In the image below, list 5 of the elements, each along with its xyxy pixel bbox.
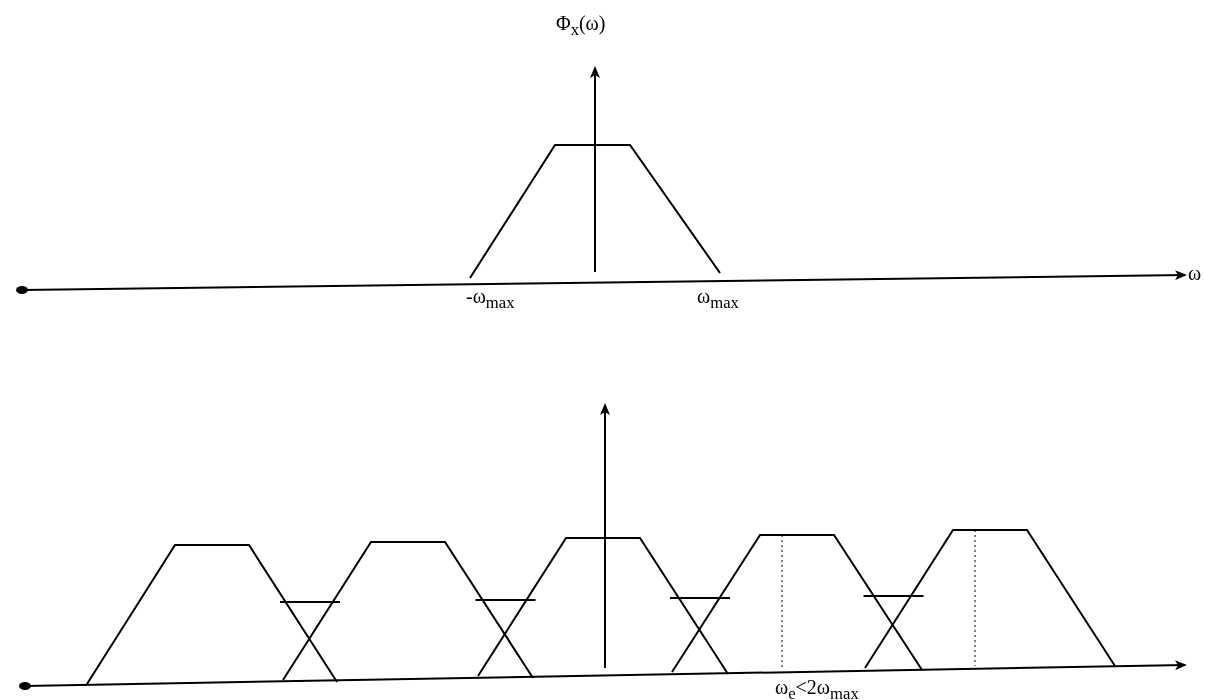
axis-label: ω$_{e}$<2ω$_{max}$	[775, 676, 859, 700]
tick-label: ω$_{max}$	[697, 285, 739, 313]
tick-label: -ω$_{max}$	[466, 285, 515, 313]
axis-label: Φ$_{x}$(ω)	[556, 12, 606, 40]
axis-label: ω	[1188, 262, 1202, 285]
